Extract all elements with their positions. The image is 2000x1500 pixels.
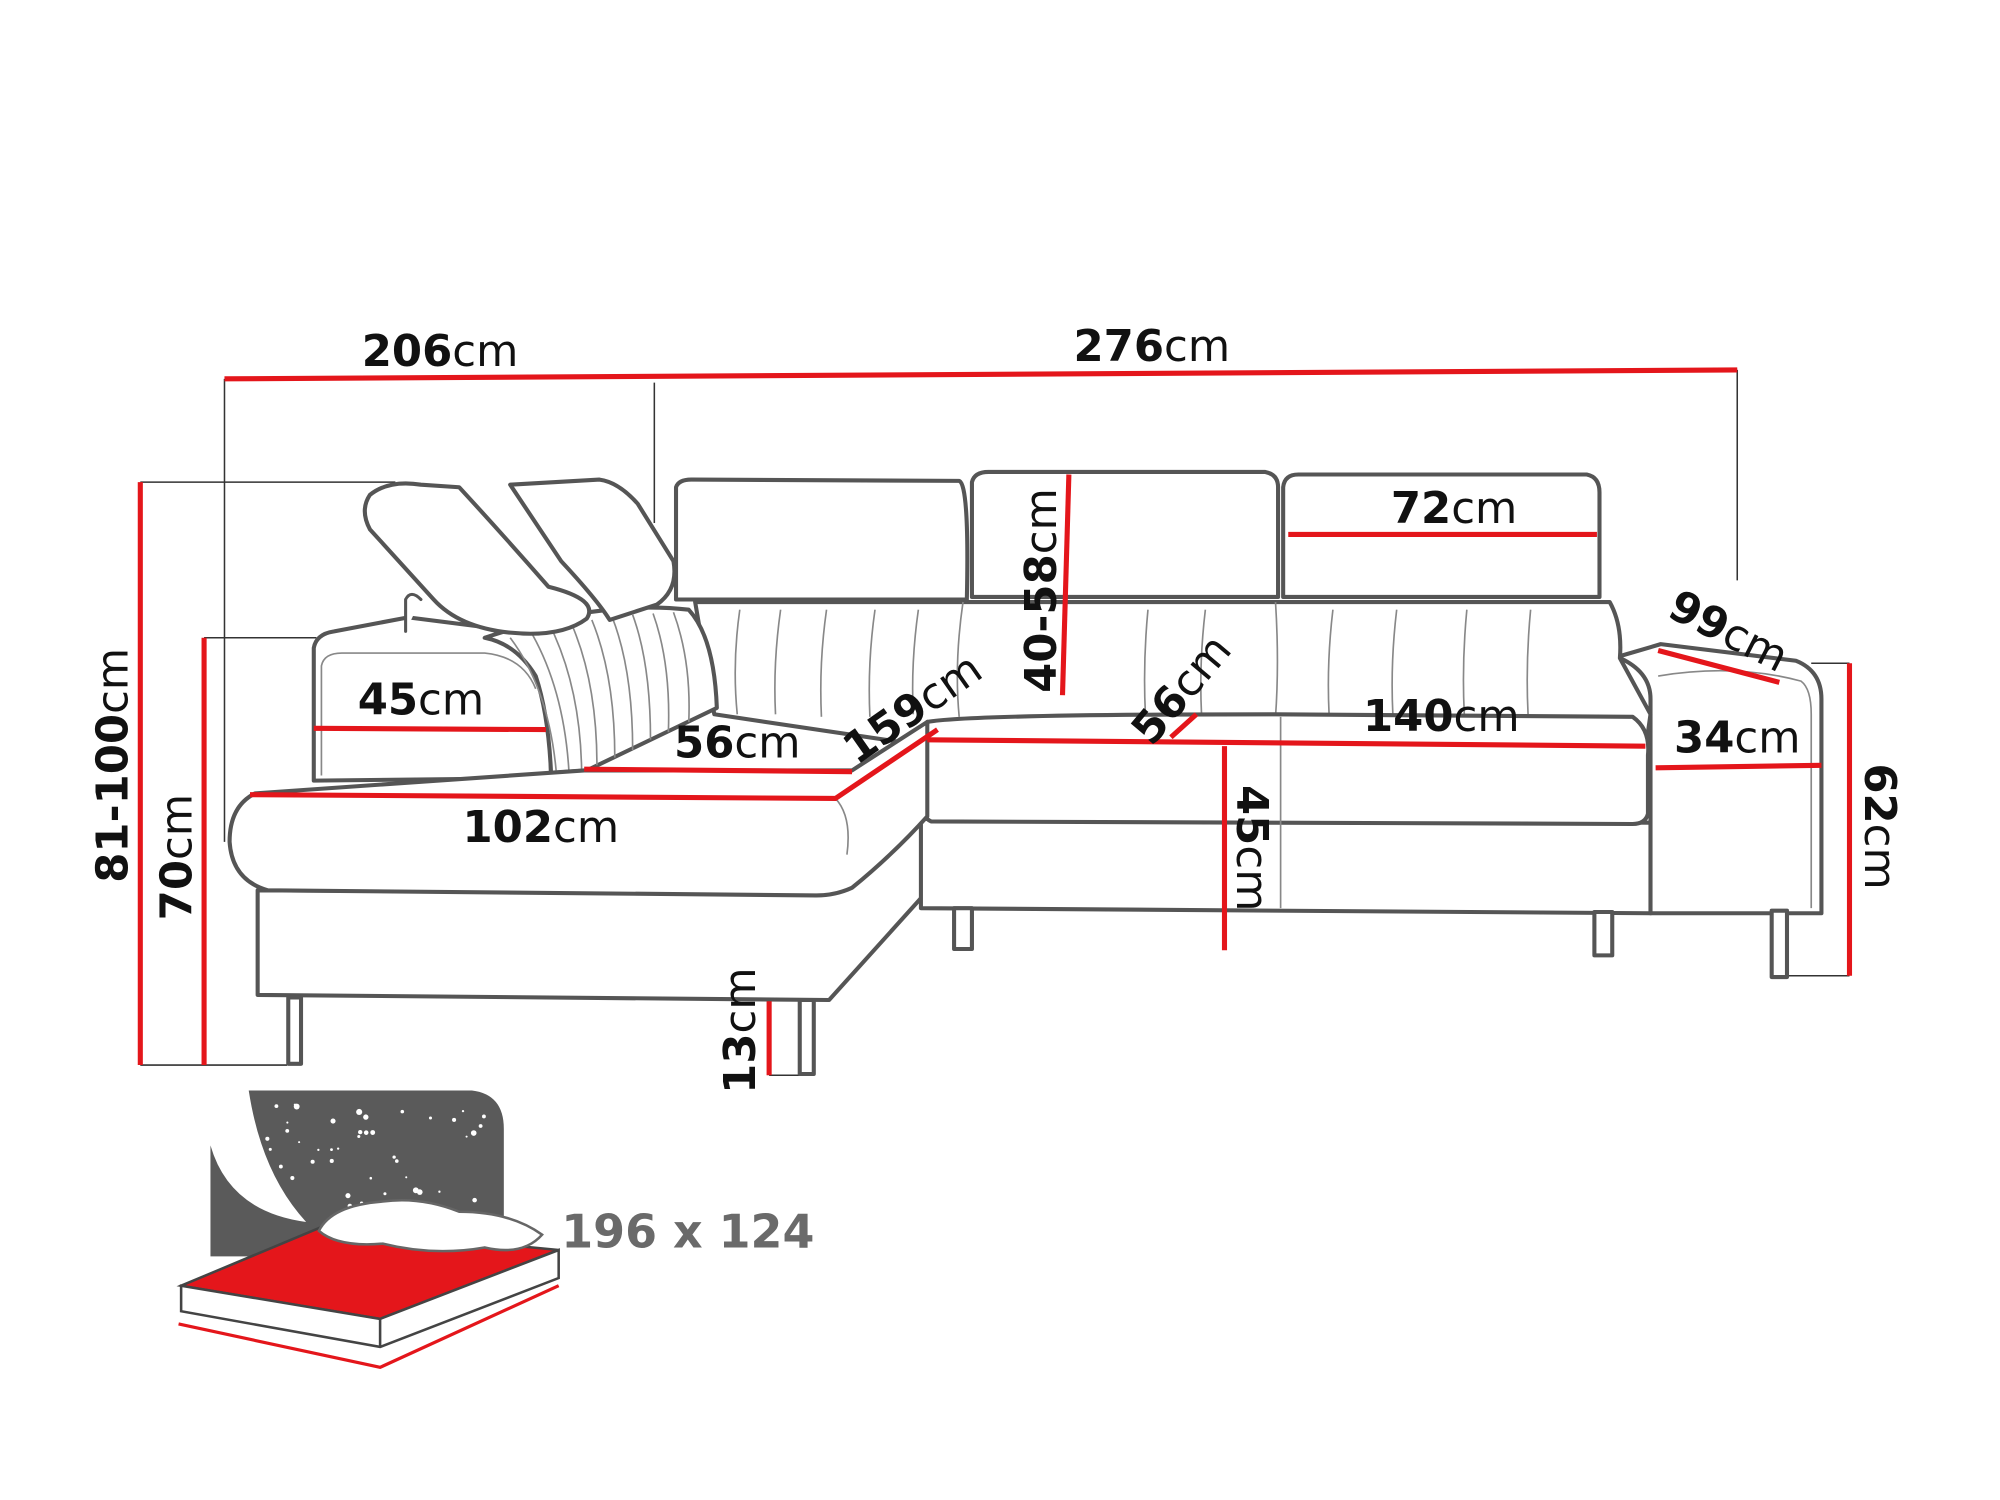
star [452, 1117, 457, 1122]
main-seat [918, 712, 1651, 827]
star [472, 1197, 477, 1203]
star [357, 1134, 361, 1139]
star [478, 1124, 483, 1128]
dimension-labels: 206cm 276cm 81-100cm 70cm 62cm 13cm 45cm… [89, 322, 1904, 1094]
leg [797, 997, 816, 1077]
star [383, 1192, 387, 1196]
label-81-100: 81-100cm [89, 648, 139, 883]
guide-lines [140, 369, 1850, 1077]
star [274, 1104, 279, 1109]
star [254, 1147, 259, 1153]
label-140: 140cm [1363, 692, 1520, 742]
chaise-seat [227, 719, 930, 898]
star [330, 1118, 336, 1124]
star [392, 1155, 396, 1159]
star [363, 1114, 369, 1120]
star [265, 1136, 270, 1141]
leg [1769, 908, 1790, 980]
star [286, 1121, 289, 1124]
star [317, 1148, 320, 1152]
star [293, 1103, 297, 1106]
sleeping-area-label: 196 x 124 [561, 1204, 814, 1258]
star [428, 1116, 433, 1120]
label-62: 62cm [1854, 763, 1904, 889]
headrest-arm [404, 592, 423, 633]
label-276: 276cm [1073, 322, 1230, 372]
leg [952, 906, 974, 952]
label-102: 102cm [463, 803, 620, 853]
sofa-drawing [227, 469, 1824, 1077]
label-34: 34cm [1674, 714, 1800, 764]
label-206: 206cm [362, 327, 519, 377]
headrest-tilted [362, 481, 592, 636]
star [358, 1129, 363, 1135]
label-56-chaise: 56cm [674, 719, 800, 769]
star [290, 1176, 295, 1181]
star [345, 1193, 351, 1199]
dimension-lines [137, 367, 1853, 1076]
label-72: 72cm [1391, 484, 1517, 534]
star [482, 1114, 486, 1119]
star [465, 1135, 468, 1138]
star [370, 1130, 376, 1135]
label-45-arm: 45cm [358, 675, 484, 725]
star [268, 1147, 272, 1151]
star [405, 1176, 408, 1179]
star [363, 1130, 369, 1135]
star [356, 1108, 363, 1116]
star [438, 1190, 441, 1193]
bed-night-stars-icon [176, 1090, 560, 1370]
leg [286, 995, 304, 1066]
star [461, 1109, 465, 1113]
star [400, 1109, 405, 1114]
star [257, 1172, 263, 1178]
main-base [918, 816, 1653, 916]
star [329, 1158, 334, 1164]
star [395, 1159, 399, 1163]
backrest-stitching [734, 601, 1532, 717]
star [278, 1164, 283, 1169]
star [330, 1148, 333, 1152]
star [336, 1147, 340, 1150]
star [298, 1141, 301, 1144]
label-70: 70cm [152, 794, 202, 920]
label-40-58: 40-58cm [1017, 488, 1067, 693]
star [310, 1159, 315, 1164]
headrest [673, 477, 970, 602]
headrest-tilted [508, 477, 677, 622]
backrest-chaise-stitching [509, 611, 690, 771]
headrest [969, 469, 1281, 599]
label-45-seat-height: 45cm [1226, 785, 1276, 911]
star [285, 1128, 290, 1133]
right-armrest [1615, 642, 1824, 916]
star [416, 1189, 423, 1195]
star [470, 1130, 477, 1136]
leg [1592, 909, 1615, 958]
star [369, 1176, 373, 1180]
label-13: 13cm [716, 967, 766, 1093]
